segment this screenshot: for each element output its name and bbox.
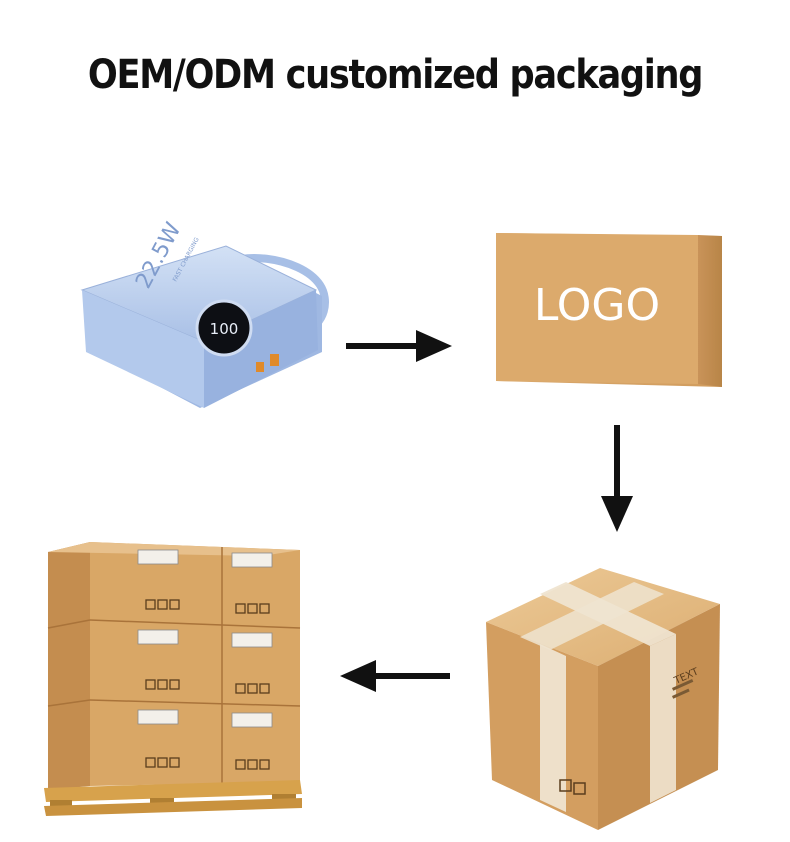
handling-icons [559, 779, 586, 795]
logo-text: LOGO [534, 280, 660, 331]
arrow-right [346, 330, 452, 362]
display-screen [195, 299, 253, 357]
arrow-down [601, 425, 633, 532]
shipping-carton: TEXT [486, 568, 720, 830]
page-title: OEM/ODM customized packaging [87, 52, 704, 98]
wooden-pallet [44, 780, 302, 816]
arrow-left [340, 660, 450, 692]
usb-c-port [270, 354, 279, 366]
palletized-cartons [44, 542, 302, 816]
display-value: 100 [210, 320, 239, 338]
power-bank-product: 100 22.5W FAST CHARGING [80, 218, 329, 408]
retail-logo-box: LOGO [496, 233, 722, 387]
usb-a-port [256, 362, 264, 372]
